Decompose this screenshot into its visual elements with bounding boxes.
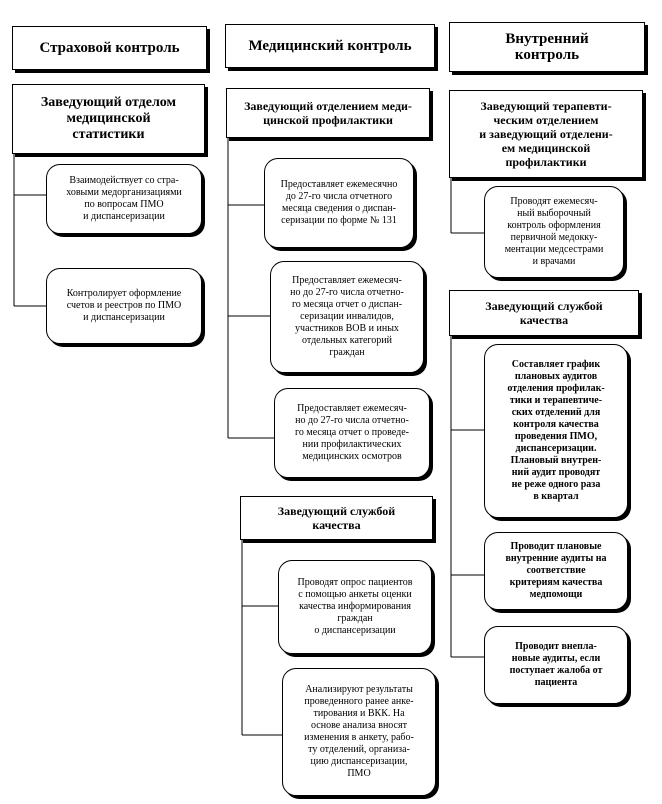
- internal-task-1: Проводят ежемесяч- ный выборочный контро…: [484, 186, 624, 278]
- medical-task-1-text: Предоставляет ежемесячно до 27-го числа …: [280, 179, 398, 226]
- medical-task-1: Предоставляет ежемесячно до 27-го числа …: [264, 158, 414, 248]
- insurance-task-1: Взаимодействует со стра- ховыми медорган…: [46, 164, 202, 234]
- medical-control-title: Медицинский контроль: [248, 38, 412, 54]
- medical-quality-task-2: Анализируют результаты проведенного ране…: [282, 668, 436, 796]
- insurance-task-2: Контролирует оформление счетов и реестро…: [46, 268, 202, 344]
- statistics-head-label: Заведующий отделом медицинской статистик…: [40, 95, 177, 142]
- medical-task-2-text: Предоставляет ежемесяч- но до 27-го числ…: [290, 275, 404, 358]
- prevention-head-box: Заведующий отделением меди- цинской проф…: [226, 88, 430, 138]
- medical-quality-head-box: Заведующий службой качества: [240, 496, 433, 540]
- internal-quality-task-1: Составляет график плановых аудитов отдел…: [484, 344, 628, 518]
- internal-quality-task-3-text: Проводит внепла- новые аудиты, если пост…: [509, 641, 603, 688]
- internal-control-header: Внутренний контроль: [449, 22, 645, 72]
- internal-quality-task-3: Проводит внепла- новые аудиты, если пост…: [484, 626, 628, 704]
- internal-quality-task-1-text: Составляет график плановых аудитов отдел…: [507, 359, 605, 502]
- internal-control-title: Внутренний контроль: [505, 31, 589, 63]
- insurance-control-title: Страховой контроль: [39, 40, 180, 56]
- therapy-head-label: Заведующий терапевти- ческим отделением …: [479, 99, 613, 169]
- prevention-head-label: Заведующий отделением меди- цинской проф…: [244, 99, 412, 127]
- statistics-head-box: Заведующий отделом медицинской статистик…: [12, 84, 205, 154]
- insurance-task-2-text: Контролирует оформление счетов и реестро…: [66, 288, 182, 323]
- therapy-head-box: Заведующий терапевти- ческим отделением …: [449, 90, 643, 178]
- insurance-task-1-text: Взаимодействует со стра- ховыми медорган…: [66, 175, 182, 222]
- medical-quality-head-label: Заведующий службой качества: [277, 504, 396, 532]
- medical-quality-task-2-text: Анализируют результаты проведенного ране…: [304, 684, 414, 779]
- internal-quality-head-box: Заведующий службой качества: [449, 290, 639, 336]
- medical-control-header: Медицинский контроль: [225, 24, 435, 68]
- internal-quality-task-2: Проводит плановые внутренние аудиты на с…: [484, 532, 628, 610]
- internal-quality-head-label: Заведующий службой качества: [485, 299, 603, 327]
- internal-quality-task-2-text: Проводит плановые внутренние аудиты на с…: [505, 541, 607, 600]
- medical-task-2: Предоставляет ежемесяч- но до 27-го числ…: [270, 261, 424, 373]
- medical-task-3: Предоставляет ежемесяч- но до 27-го числ…: [274, 388, 430, 478]
- internal-task-1-text: Проводят ежемесяч- ный выборочный контро…: [504, 196, 604, 267]
- insurance-control-header: Страховой контроль: [12, 26, 207, 70]
- medical-quality-task-1-text: Проводят опрос пациентов с помощью анкет…: [297, 577, 413, 636]
- medical-task-3-text: Предоставляет ежемесяч- но до 27-го числ…: [295, 403, 409, 462]
- medical-quality-task-1: Проводят опрос пациентов с помощью анкет…: [278, 560, 432, 654]
